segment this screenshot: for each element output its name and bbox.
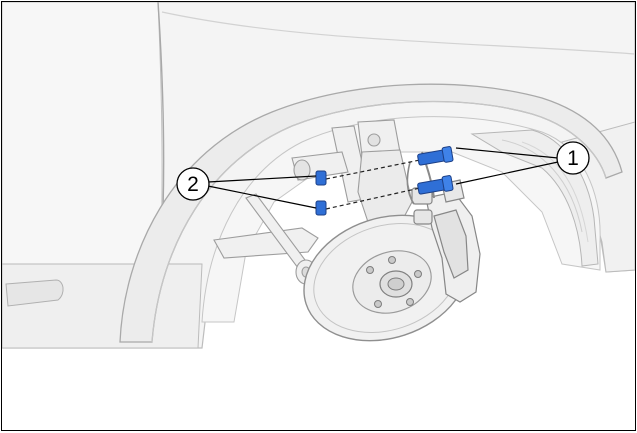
lower-mounting-bolt	[417, 175, 454, 195]
brake-caliper-mounting-nuts	[315, 170, 327, 216]
callout-2-circle	[176, 167, 210, 201]
body-crease	[161, 11, 635, 55]
callout-1: 1	[455, 141, 590, 185]
upper-mounting-nut	[315, 170, 327, 186]
suspension	[213, 119, 413, 285]
lower-mounting-nut	[315, 200, 327, 216]
upper-mounting-bolt	[417, 146, 454, 166]
brake-caliper	[406, 151, 481, 303]
door-handle-recess	[5, 279, 64, 307]
fastener-alignment-lines	[325, 159, 421, 210]
callout-2: 2	[176, 167, 317, 209]
callout-1-circle	[556, 141, 590, 175]
wheel-arch-flare	[119, 83, 623, 343]
brake-caliper-mounting-bolts	[417, 146, 454, 195]
rocker-panel	[2, 263, 203, 349]
callout-2-label: 2	[187, 173, 199, 196]
callout-1-label: 1	[567, 147, 579, 170]
